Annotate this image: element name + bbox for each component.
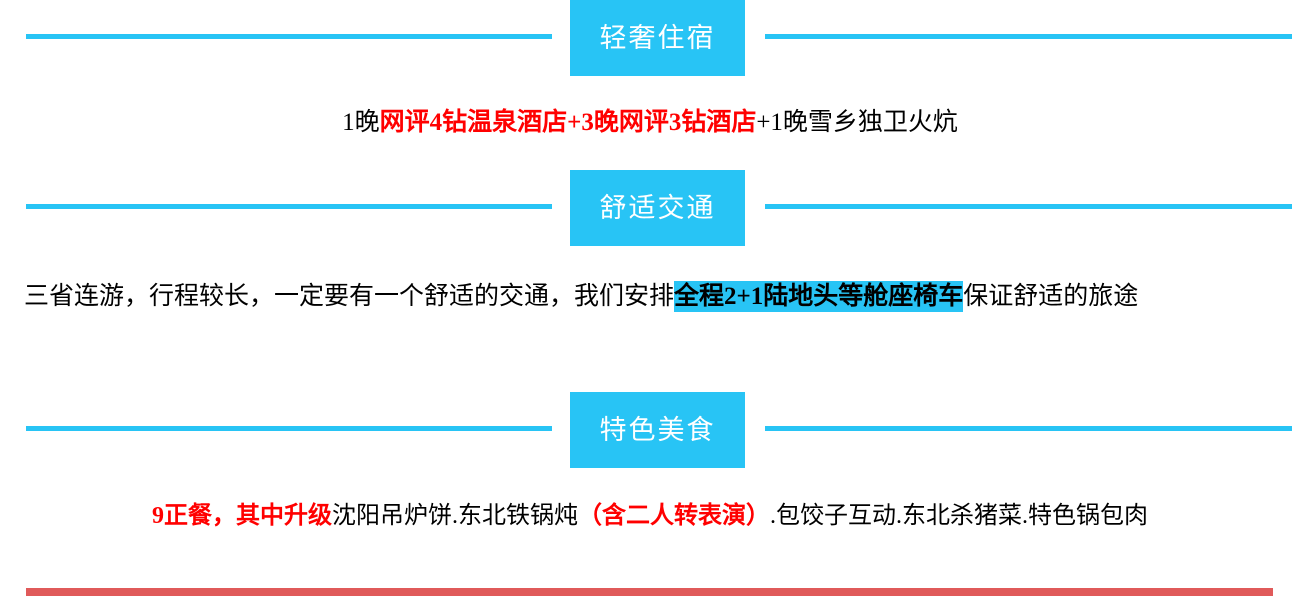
run-emphasis: 9正餐，其中升级 — [152, 503, 332, 529]
section-badge-label: 轻奢住宿 — [599, 22, 716, 53]
section-badge-food: 特色美食 — [570, 392, 745, 468]
section-header-transport: 舒适交通 — [0, 170, 1300, 246]
transport-paragraph: 三省连游，行程较长，一定要有一个舒适的交通，我们安排全程2+1陆地头等舱座椅车保… — [24, 278, 1286, 317]
run-plain-tail: +1晚雪乡独卫火炕 — [756, 109, 958, 136]
run-highlighted: 全程2+1陆地头等舱座椅车 — [674, 281, 964, 312]
header-rule-right — [765, 204, 1292, 209]
run-plain: 沈阳吊炉饼.东北铁锅炖 — [332, 503, 578, 529]
run-plain: 三省连游，行程较长，一定要有一个舒适的交通，我们安排 — [24, 283, 675, 310]
run-emphasis-2: （含二人转表演） — [578, 503, 770, 529]
section-badge-label: 舒适交通 — [599, 192, 716, 223]
header-rule-right — [765, 34, 1292, 39]
section-badge-label: 特色美食 — [599, 414, 716, 445]
header-rule-left — [26, 204, 552, 209]
bottom-divider — [26, 588, 1273, 596]
section-badge-accommodation: 轻奢住宿 — [570, 0, 745, 76]
header-rule-left — [26, 34, 552, 39]
accommodation-paragraph: 1晚网评4钻温泉酒店+3晚网评3钻酒店+1晚雪乡独卫火炕 — [0, 104, 1300, 143]
header-rule-left — [26, 426, 552, 431]
section-header-accommodation: 轻奢住宿 — [0, 0, 1300, 76]
run-plain-tail: 保证舒适的旅途 — [963, 283, 1139, 310]
run-plain: 1晚 — [342, 109, 380, 136]
run-emphasis: 网评4钻温泉酒店+3晚网评3钻酒店 — [379, 109, 757, 136]
section-badge-transport: 舒适交通 — [570, 170, 745, 246]
header-rule-right — [765, 426, 1292, 431]
run-plain-tail: .包饺子互动.东北杀猪菜.特色锅包肉 — [770, 503, 1148, 529]
section-header-food: 特色美食 — [0, 392, 1300, 468]
food-paragraph: 9正餐，其中升级沈阳吊炉饼.东北铁锅炖（含二人转表演）.包饺子互动.东北杀猪菜.… — [24, 498, 1276, 535]
